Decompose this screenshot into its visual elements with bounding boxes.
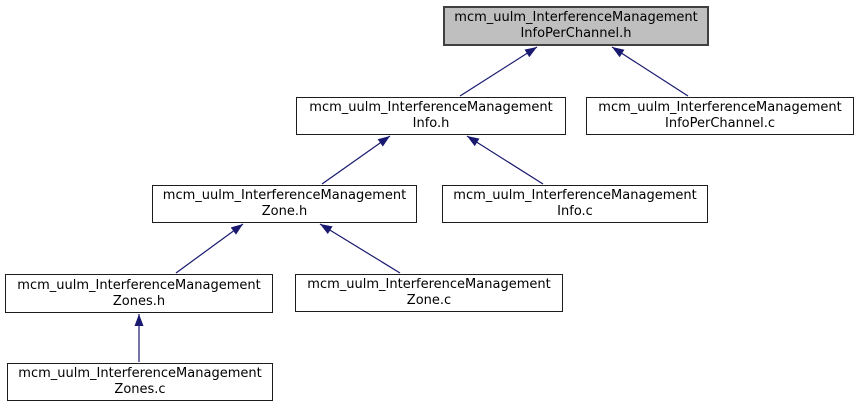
graph-node-label: mcm_uulm_InterferenceManagement <box>18 366 262 381</box>
graph-node-label: Zone.c <box>406 293 452 308</box>
graph-node-label: Info.c <box>557 204 593 219</box>
graph-node-label: mcm_uulm_InterferenceManagement <box>162 188 407 203</box>
graph-node-label: mcm_uulm_InterferenceManagement <box>309 100 553 115</box>
include-edge-info_c-to-info_h <box>466 135 544 185</box>
graph-node-label: InfoPerChannel.h <box>520 26 632 41</box>
include-edge-info_h-to-infoPerChannel_h <box>459 46 538 97</box>
include-edge-zone_h-to-info_h <box>321 135 391 185</box>
graph-node-label: Zones.h <box>112 293 166 309</box>
graph-node-label: InfoPerChannel.c <box>665 116 775 131</box>
graph-node-label: mcm_uulm_InterferenceManagement <box>454 10 698 25</box>
graph-node-label: Info.h <box>412 116 450 131</box>
graph-node-label: Zone.h <box>261 204 308 219</box>
include-edge-zone_c-to-zone_h <box>319 223 401 274</box>
graph-node-label: mcm_uulm_InterferenceManagement <box>307 277 551 292</box>
graph-node-label: mcm_uulm_InterferenceManagement <box>17 277 261 293</box>
graph-node-label: mcm_uulm_InterferenceManagement <box>598 100 842 115</box>
include-edge-zones_h-to-zone_h <box>175 223 244 274</box>
graph-node-label: mcm_uulm_InterferenceManagement <box>453 188 697 203</box>
include-edge-infoPerChannel_c-to-infoPerChannel_h <box>611 46 689 97</box>
graph-node-label: Zones.c <box>114 382 166 397</box>
